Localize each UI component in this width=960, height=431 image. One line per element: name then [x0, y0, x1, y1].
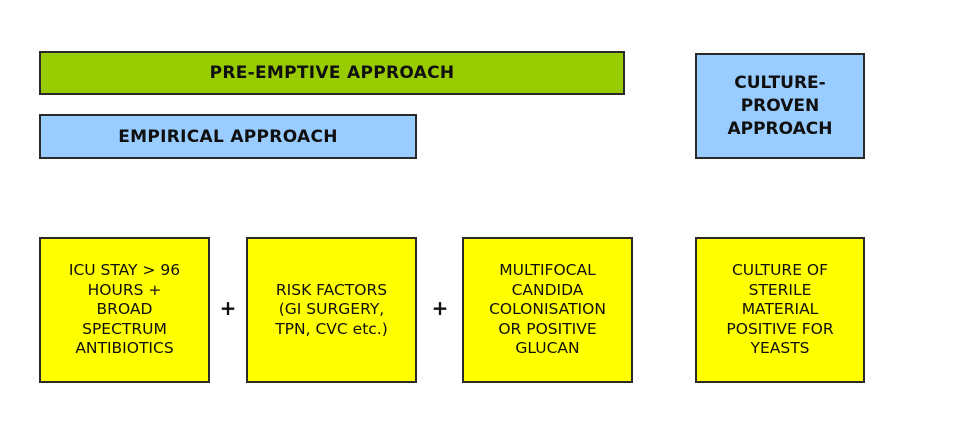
culture-criterion-box: CULTURE OF STERILE MATERIAL POSITIVE FOR…	[695, 237, 865, 383]
risk-factors-criterion-box: RISK FACTORS (GI SURGERY, TPN, CVC etc.)	[246, 237, 417, 383]
plus-operator-2: +	[431, 296, 449, 320]
colonisation-criterion-text: MULTIFOCAL CANDIDA COLONISATION OR POSIT…	[489, 261, 606, 358]
empirical-approach-label: EMPIRICAL APPROACH	[118, 126, 338, 147]
icu-stay-criterion-text: ICU STAY > 96 HOURS + BROAD SPECTRUM ANT…	[68, 261, 181, 358]
plus-operator-1: +	[219, 296, 237, 320]
pre-emptive-approach-bar: PRE-EMPTIVE APPROACH	[39, 51, 625, 95]
colonisation-criterion-box: MULTIFOCAL CANDIDA COLONISATION OR POSIT…	[462, 237, 633, 383]
risk-factors-criterion-text: RISK FACTORS (GI SURGERY, TPN, CVC etc.)	[275, 280, 388, 338]
culture-proven-approach-box: CULTURE- PROVEN APPROACH	[695, 53, 865, 159]
icu-stay-criterion-box: ICU STAY > 96 HOURS + BROAD SPECTRUM ANT…	[39, 237, 210, 383]
culture-proven-approach-label: CULTURE- PROVEN APPROACH	[727, 72, 833, 139]
culture-criterion-text: CULTURE OF STERILE MATERIAL POSITIVE FOR…	[726, 261, 834, 358]
empirical-approach-bar: EMPIRICAL APPROACH	[39, 114, 417, 159]
pre-emptive-approach-label: PRE-EMPTIVE APPROACH	[209, 63, 455, 83]
